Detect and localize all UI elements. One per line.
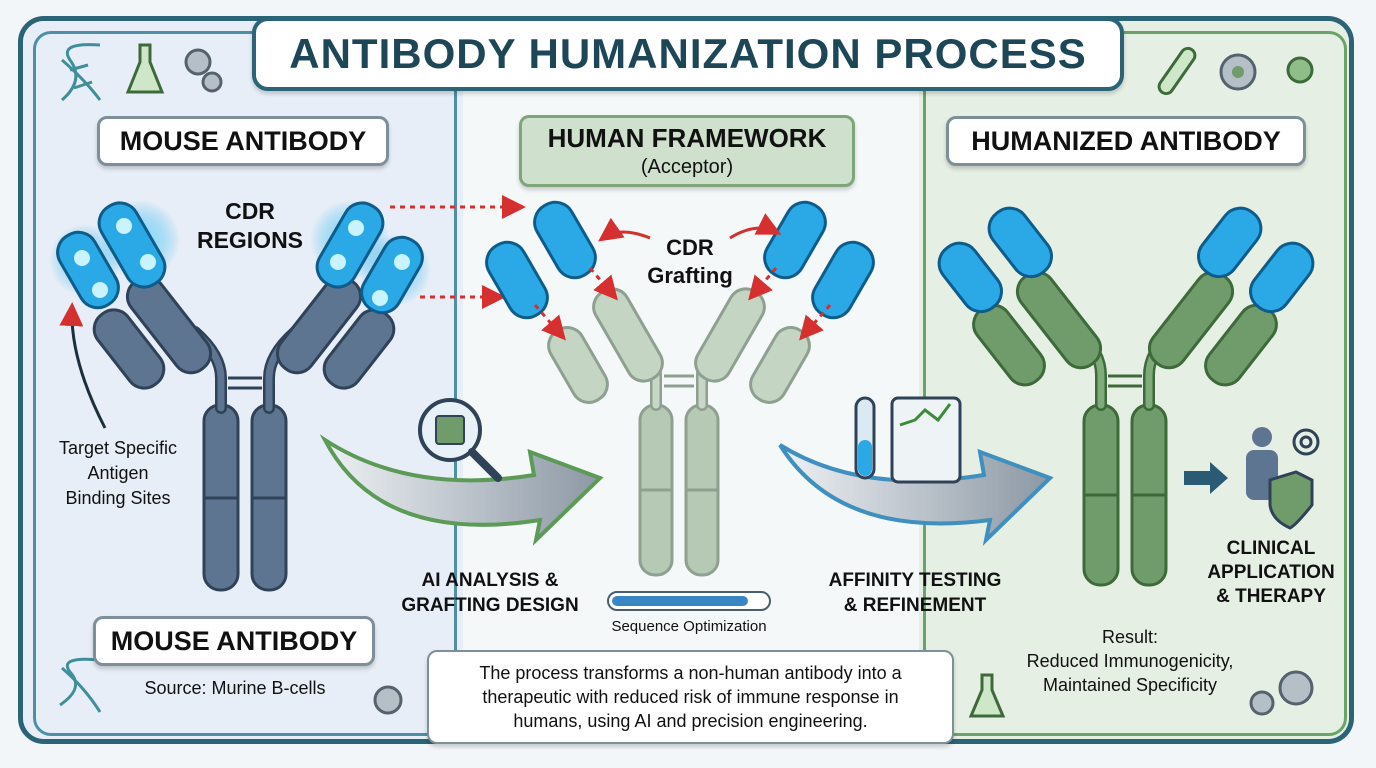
human-framework-antibody [485, 200, 875, 577]
cdr-grafting-line2: Grafting [647, 263, 733, 288]
sequence-optimization-label: Sequence Optimization [611, 618, 767, 635]
mouse-antibody [49, 200, 431, 592]
person-shield-icon [1246, 427, 1314, 530]
target-icon [1292, 428, 1320, 456]
cdr-regions-label: CDR REGIONS [195, 197, 305, 255]
result-label: Result: Reduced Immunogenicity, Maintain… [1000, 625, 1260, 697]
affinity-process-arrow [778, 443, 1054, 546]
gears-icon [184, 48, 223, 93]
flask-icon [125, 43, 165, 94]
dna-icon [61, 43, 102, 102]
cdr-regions-line2: REGIONS [196, 227, 304, 253]
lab-monitor-icon [854, 396, 962, 484]
mouse-cdr-left [49, 200, 180, 310]
humanized-panel-border [923, 31, 1347, 736]
cdr-transfer-arrows [390, 195, 526, 309]
page-title: ANTIBODY HUMANIZATION PROCESS [252, 17, 1124, 91]
test-tube-icon [1157, 46, 1197, 96]
summary-line1: The process transforms a non-human antib… [479, 663, 902, 683]
target-binding-label: Target Specific Antigen Binding Sites [38, 436, 198, 511]
target-line1: Target Specific [58, 438, 178, 458]
summary-box: The process transforms a non-human antib… [427, 650, 954, 744]
humanized-antibody [937, 206, 1315, 587]
clinical-application-label: CLINICAL APPLICATION & THERAPY [1196, 537, 1346, 609]
clinical-line2: APPLICATION [1207, 562, 1335, 583]
ai-analysis-label: AI ANALYSIS & GRAFTING DESIGN [385, 568, 595, 618]
humanized-heading-text: HUMANIZED ANTIBODY [971, 125, 1281, 156]
ai-process-arrow [319, 434, 604, 546]
cdr-grafting-label: CDR Grafting [645, 234, 735, 290]
gear-icon-bottom-left [373, 685, 403, 715]
cdr-grafting-line1: CDR [666, 235, 714, 260]
mouse-footer-heading: MOUSE ANTIBODY [93, 616, 375, 666]
ai-analysis-line1: AI ANALYSIS & [421, 570, 559, 591]
result-line2: Reduced Immunogenicity, [1026, 651, 1234, 671]
affinity-line2: & REFINEMENT [843, 595, 987, 616]
title-text: ANTIBODY HUMANIZATION PROCESS [289, 30, 1087, 77]
humanized-heading: HUMANIZED ANTIBODY [946, 116, 1306, 166]
affinity-line1: AFFINITY TESTING [828, 570, 1002, 591]
target-line3: Binding Sites [65, 488, 171, 508]
chip-magnifier-icon [418, 398, 502, 482]
human-framework-heading: HUMAN FRAMEWORK (Acceptor) [519, 115, 855, 187]
gear-icon [1219, 53, 1314, 91]
target-line2: Antigen [87, 463, 149, 483]
mouse-cdr-right [310, 200, 431, 315]
clinical-line1: CLINICAL [1226, 538, 1316, 559]
clinical-arrow [1184, 462, 1228, 494]
mouse-panel-border [33, 31, 457, 736]
sequence-optimization-bar [607, 591, 771, 611]
flask-icon-bottom [968, 673, 1006, 718]
mouse-heading-text: MOUSE ANTIBODY [119, 125, 367, 156]
human-framework-title: HUMAN FRAMEWORK [547, 123, 827, 153]
summary-line3: humans, using AI and precision engineeri… [513, 711, 868, 731]
dna-icon-bottom [59, 657, 102, 713]
summary-line2: therapeutic with reduced risk of immune … [482, 687, 899, 707]
cdr-regions-line1: CDR [225, 198, 275, 224]
gears-icon-bottom-right [1249, 670, 1314, 716]
mouse-source: Source: Murine B-cells [144, 678, 326, 698]
affinity-testing-label: AFFINITY TESTING & REFINEMENT [808, 568, 1022, 618]
result-line1: Result: [1101, 627, 1159, 647]
clinical-line3: & THERAPY [1216, 586, 1326, 607]
ai-analysis-line2: GRAFTING DESIGN [401, 595, 579, 616]
summary-text: The process transforms a non-human antib… [479, 661, 901, 733]
mouse-footer-heading-text: MOUSE ANTIBODY [110, 625, 358, 656]
human-framework-subtitle: (Acceptor) [640, 156, 734, 178]
mouse-heading: MOUSE ANTIBODY [97, 116, 389, 166]
result-line3: Maintained Specificity [1042, 675, 1218, 695]
